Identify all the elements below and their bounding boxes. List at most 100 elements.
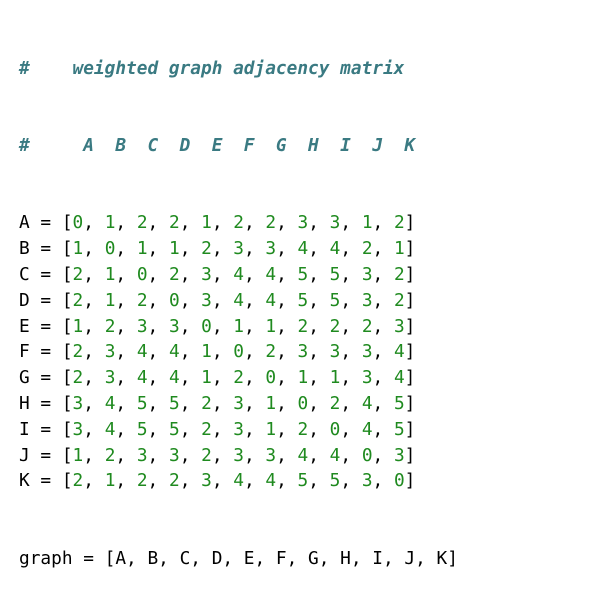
matrix-value: 3 <box>329 341 341 363</box>
comma-separator: , <box>243 418 266 440</box>
assign-open-bracket: = [ <box>29 444 73 466</box>
matrix-row-c: C = [2, 1, 0, 2, 3, 4, 4, 5, 5, 3, 2] <box>19 262 598 288</box>
comma-separator: , <box>372 212 394 234</box>
assign-open-bracket: = [ <box>29 470 73 492</box>
comma-separator: , <box>147 212 169 234</box>
comma-separator: , <box>372 289 394 311</box>
comma-separator: , <box>115 392 137 414</box>
matrix-value: 2 <box>201 238 212 260</box>
matrix-value: 2 <box>393 212 405 234</box>
matrix-row-k: K = [2, 1, 2, 2, 3, 4, 4, 5, 5, 3, 0] <box>19 468 598 494</box>
comma-separator: , <box>372 367 394 389</box>
matrix-value: 1 <box>265 315 277 337</box>
comma-separator: , <box>276 367 298 389</box>
close-bracket: ] <box>404 392 416 414</box>
row-name: H <box>19 392 30 414</box>
matrix-value: 2 <box>361 238 373 260</box>
comma-separator: , <box>147 341 169 363</box>
comma-separator: , <box>276 418 298 440</box>
matrix-value: 5 <box>329 263 341 285</box>
matrix-row-i: I = [3, 4, 5, 5, 2, 3, 1, 2, 0, 4, 5] <box>19 417 598 443</box>
matrix-value: 4 <box>361 418 373 440</box>
matrix-value: 4 <box>265 289 277 311</box>
matrix-value: 3 <box>72 392 84 414</box>
comma-separator: , <box>211 315 234 337</box>
comma-separator: , <box>308 263 330 285</box>
matrix-value: 2 <box>201 418 212 440</box>
matrix-value: 3 <box>168 444 180 466</box>
comma-separator: , <box>340 444 362 466</box>
matrix-value: 1 <box>265 418 277 440</box>
matrix-value: 1 <box>265 392 277 414</box>
matrix-value: 2 <box>72 341 84 363</box>
comma-separator: , <box>115 341 137 363</box>
matrix-value: 2 <box>136 470 148 492</box>
matrix-value: 4 <box>233 470 244 492</box>
matrix-row-b: B = [1, 0, 1, 1, 2, 3, 3, 4, 4, 2, 1] <box>19 236 598 262</box>
comma-separator: , <box>83 341 105 363</box>
comma-separator: , <box>115 238 137 260</box>
comma-separator: , <box>211 444 234 466</box>
comma-separator: , <box>308 315 330 337</box>
comma-separator: , <box>179 315 202 337</box>
comma-separator: , <box>211 367 234 389</box>
comma-separator: , <box>179 367 202 389</box>
matrix-value: 1 <box>201 341 212 363</box>
assign-open-bracket: = [ <box>29 212 73 234</box>
matrix-value: 3 <box>136 315 148 337</box>
comma-separator: , <box>211 212 234 234</box>
matrix-value: 3 <box>104 341 116 363</box>
comma-separator: , <box>243 289 266 311</box>
comma-separator: , <box>179 341 202 363</box>
matrix-value: 2 <box>297 315 309 337</box>
comma-separator: , <box>115 289 137 311</box>
comma-separator: , <box>147 470 169 492</box>
comma-separator: , <box>83 315 105 337</box>
matrix-value: 4 <box>329 444 341 466</box>
assign-open-bracket: = [ <box>29 367 73 389</box>
comma-separator: , <box>83 212 105 234</box>
close-bracket: ] <box>404 444 416 466</box>
comma-separator: , <box>372 444 394 466</box>
row-name: I <box>19 418 30 440</box>
matrix-row-e: E = [1, 2, 3, 3, 0, 1, 1, 2, 2, 2, 3] <box>19 314 598 340</box>
comma-separator: , <box>211 263 234 285</box>
comma-separator: , <box>340 418 362 440</box>
assign-open-bracket: = [ <box>29 315 73 337</box>
row-name: D <box>19 289 30 311</box>
comma-separator: , <box>340 367 362 389</box>
row-name: B <box>19 238 30 260</box>
matrix-value: 4 <box>136 367 148 389</box>
assign-open-bracket: = [ <box>29 392 73 414</box>
matrix-value: 0 <box>361 444 373 466</box>
close-bracket: ] <box>404 315 416 337</box>
matrix-value: 1 <box>136 238 148 260</box>
close-bracket: ] <box>404 418 416 440</box>
row-name: A <box>19 212 30 234</box>
matrix-value: 4 <box>393 367 405 389</box>
matrix-value: 3 <box>136 444 148 466</box>
comma-separator: , <box>340 315 362 337</box>
comma-separator: , <box>308 444 330 466</box>
comma-separator: , <box>372 392 394 414</box>
matrix-value: 3 <box>393 444 405 466</box>
comma-separator: , <box>276 212 298 234</box>
comma-separator: , <box>115 444 137 466</box>
comma-separator: , <box>243 444 266 466</box>
matrix-value: 5 <box>393 418 405 440</box>
comma-separator: , <box>276 289 298 311</box>
matrix-value: 1 <box>104 470 116 492</box>
comma-separator: , <box>179 444 202 466</box>
matrix-value: 5 <box>297 470 309 492</box>
matrix-value: 2 <box>168 263 180 285</box>
comma-separator: , <box>115 212 137 234</box>
matrix-value: 4 <box>393 341 405 363</box>
matrix-value: 4 <box>297 238 309 260</box>
matrix-value: 5 <box>329 470 341 492</box>
assign-open-bracket: = [ <box>29 418 73 440</box>
comma-separator: , <box>83 289 105 311</box>
comma-separator: , <box>340 341 362 363</box>
matrix-value: 3 <box>104 367 116 389</box>
comma-separator: , <box>83 470 105 492</box>
close-bracket: ] <box>404 212 416 234</box>
